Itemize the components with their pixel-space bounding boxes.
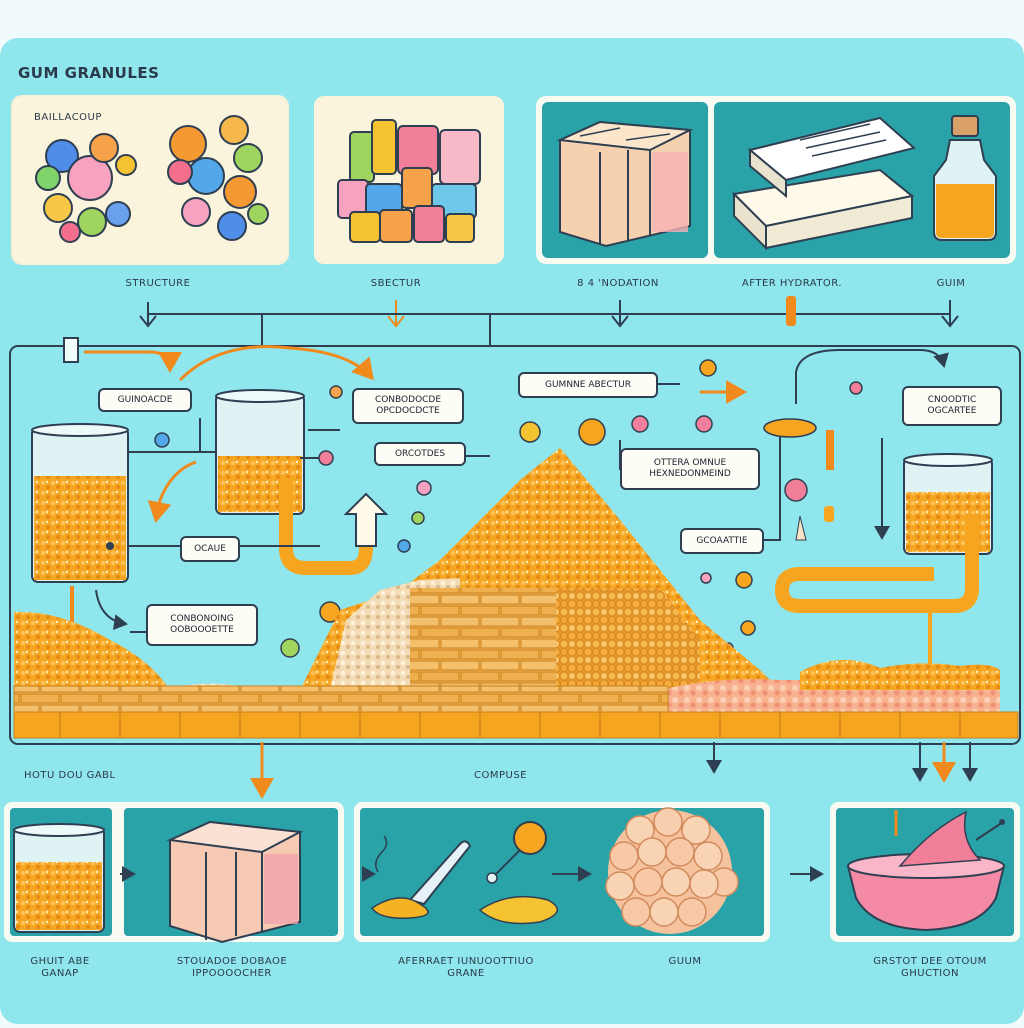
- stage-marker: [786, 296, 796, 326]
- panel-label: BAILLACOUP: [34, 112, 102, 123]
- spoon-syrup-bottom-icon: [370, 835, 472, 920]
- gum-block-bottom-icon: [166, 820, 304, 944]
- top-panel-materials: [536, 96, 1016, 264]
- stage-label-sbectur: SBECTUR: [370, 278, 422, 289]
- granule-ball-icon: [605, 807, 739, 934]
- spoon-syrup-icon: [763, 418, 817, 438]
- tag-gcoaattie: GCOAATTIE: [680, 528, 764, 554]
- tag-guinoacde: GUINOACDE: [98, 388, 192, 412]
- tag-cnoodtic: CNOODTIC OGCARTEE: [902, 386, 1002, 426]
- tag-conbonoing: CONBONOING OOBOOOETTE: [146, 604, 258, 646]
- tag-orcotdes: ORCOTDES: [374, 442, 466, 466]
- bottom-panel-2: [354, 802, 824, 942]
- granule-mound-icon: [14, 448, 1000, 712]
- right-pipe-icon: [774, 514, 979, 613]
- bottom-center-label: COMPUSE: [474, 770, 527, 781]
- stage-label-structure: STRUCTURE: [125, 278, 191, 289]
- gum-cubes-icon: [337, 119, 481, 243]
- caption-4: GUUM: [668, 956, 702, 967]
- tag-otter-omnue: OTTERA OMNUE HEXNEDONMEIND: [620, 448, 760, 490]
- bottom-panel-3: [830, 802, 1020, 942]
- caption-1: GHUIT ABE GANAP: [30, 956, 90, 979]
- bottom-panel-1: [4, 802, 344, 944]
- gumball-cluster-icon: [35, 133, 137, 243]
- syrup-bottle-icon: [933, 115, 997, 241]
- left-beaker-icon: [31, 423, 129, 583]
- bottom-left-label: HOTU DOU GABL: [24, 770, 116, 781]
- brick-floor: [13, 685, 669, 715]
- inlet-icon: [63, 337, 79, 363]
- tag-conbodocde: CONBODOCDE OPCDOCDCTE: [352, 388, 464, 424]
- top-panel-gum-cubes: [314, 96, 504, 264]
- caption-2: STOUADOE DOBAOE IPPOOOOCHER: [176, 956, 288, 979]
- pink-gum-bowl-icon: [846, 810, 1006, 932]
- stage-label-nodation: 8 4 'NODATION: [577, 278, 659, 289]
- page-title: GUM GRANULES: [18, 64, 160, 82]
- tag-gumne-abectur: GUMNNE ABECTUR: [518, 372, 658, 398]
- tag-ocaue: OCAUE: [180, 536, 240, 562]
- paper-stack-icon: [731, 116, 917, 251]
- top-panel-gumballs: [11, 95, 289, 265]
- mid-pipe-icon: [279, 478, 373, 575]
- gumball-cluster-icon-2: [167, 115, 269, 241]
- caption-5: GRSTOT DEE OTOUM GHUCTION: [873, 956, 987, 979]
- floating-granules: [154, 359, 863, 658]
- gum-blocks-icon: [556, 120, 694, 248]
- caption-3: AFERRAET IUNUOOTTIUO GRANE: [398, 956, 534, 979]
- stage-label-guim: GUIM: [936, 278, 966, 289]
- stage-label-after-hydrator: AFTER HYDRATOR.: [741, 278, 843, 289]
